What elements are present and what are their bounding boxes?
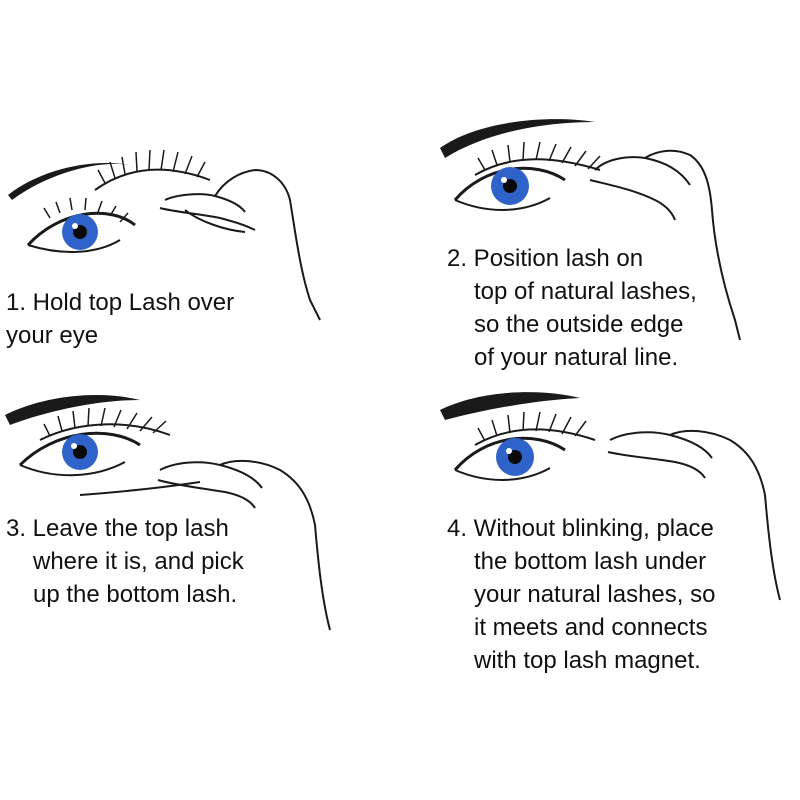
step-3-caption: 3. Leave the top lash where it is, and p… (6, 512, 244, 611)
step-2-line-1: 2. Position lash on (447, 245, 644, 272)
step-4-line-4: it meets and connects (474, 614, 708, 641)
hand-icon (607, 429, 781, 601)
step-1-panel: 1. Hold top Lash over your eye (0, 0, 400, 400)
step-4-caption: 4. Without blinking, place the bottom la… (447, 512, 715, 677)
step-4-line-3: your natural lashes, so (474, 581, 716, 608)
step-3-line-1: 3. Leave the top lash (6, 515, 229, 542)
step-1-caption: 1. Hold top Lash over your eye (6, 286, 234, 352)
eyebrow-icon (440, 392, 580, 420)
eyebrow-icon (5, 395, 140, 425)
step-3-line-3: up the bottom lash. (33, 581, 238, 608)
eyebrow-icon (8, 163, 130, 200)
hand-icon (157, 459, 331, 631)
top-lash-icon (474, 411, 596, 446)
step-2-panel: 2. Position lash on top of natural lashe… (400, 0, 800, 400)
step-1-line-2: your eye (6, 322, 99, 349)
step-2-illustration (440, 119, 741, 341)
eye-outline-icon (26, 211, 136, 247)
step-4-line-2: the bottom lash under (474, 548, 707, 575)
false-lash-icon (94, 149, 211, 191)
step-1-illustration (8, 149, 321, 321)
hand-icon (589, 149, 741, 341)
step-4-line-1: 4. Without blinking, place (447, 515, 714, 542)
step-4-illustration (440, 392, 781, 601)
hand-icon (159, 168, 321, 321)
step-3-illustration (5, 395, 331, 631)
natural-lashes-icon (43, 197, 129, 223)
false-lash-icon (474, 141, 601, 176)
eyebrow-icon (440, 119, 595, 158)
step-4-line-5: with top lash magnet. (474, 647, 701, 674)
step-2-line-3: so the outside edge (474, 311, 684, 338)
step-2-caption: 2. Position lash on top of natural lashe… (447, 242, 697, 374)
bottom-lash-icon (79, 481, 201, 496)
step-2-line-4: of your natural line. (474, 344, 679, 371)
step-1-line-1: 1. Hold top Lash over (6, 289, 235, 316)
top-lash-icon (39, 407, 171, 441)
step-3-panel: 3. Leave the top lash where it is, and p… (0, 395, 400, 800)
step-4-panel: 4. Without blinking, place the bottom la… (400, 392, 800, 800)
step-3-line-2: where it is, and pick (33, 548, 244, 575)
step-2-line-2: top of natural lashes, (474, 278, 697, 305)
